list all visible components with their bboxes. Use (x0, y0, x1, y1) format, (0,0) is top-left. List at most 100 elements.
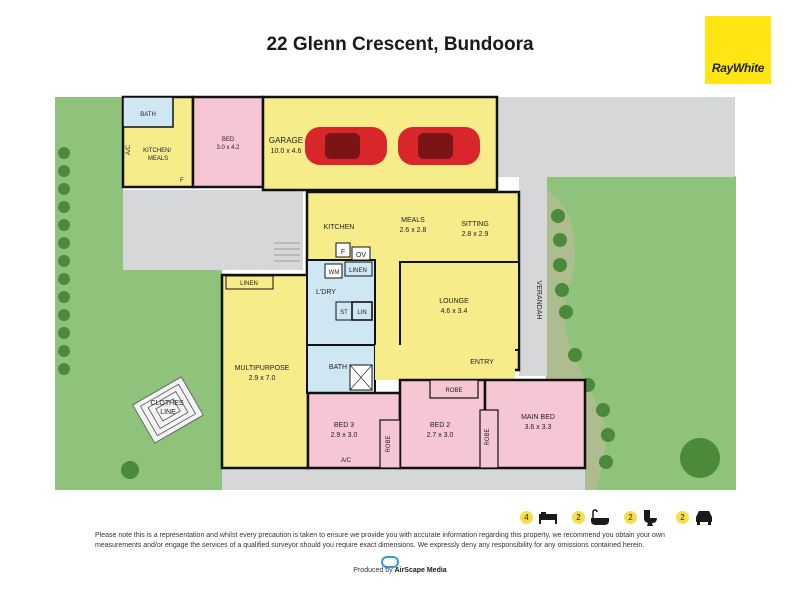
oven-label: OV (356, 252, 366, 259)
shrub (58, 309, 70, 321)
paving-verandah (519, 176, 547, 376)
produced-by-prefix: Produced by (353, 567, 393, 574)
steps (274, 242, 300, 262)
paving-driveway (497, 97, 735, 177)
produced-by-text: Produced by AirScape Media (340, 567, 460, 574)
car-1 (305, 127, 387, 165)
granny-bath (122, 96, 174, 128)
airscape-logo-icon (381, 556, 399, 568)
granny-ac-label: A/C (126, 144, 132, 155)
shrub (58, 165, 70, 177)
granny-f-label: F (180, 178, 184, 184)
shrub (58, 291, 70, 303)
car-2 (398, 127, 480, 165)
shrub (596, 403, 610, 417)
logo-text: RayWhite (711, 61, 765, 75)
linen-cupboard-1 (344, 261, 373, 277)
granny-bed-size: 3.0 x 4.2 (216, 145, 240, 151)
car-count: 2 (676, 511, 689, 524)
granny-bed-label: BED (222, 137, 235, 143)
produced-by-company: AirScape Media (394, 567, 447, 574)
granny-kitchen-label-2: MEALS (148, 156, 168, 162)
shrub (58, 183, 70, 195)
toilet-icon (644, 510, 657, 526)
garage-size: 10.0 x 4.6 (271, 148, 302, 155)
produced-by: Produced by AirScape Media (340, 556, 460, 578)
robe-2 (429, 379, 479, 399)
shrub (553, 233, 567, 247)
shrub (58, 327, 70, 339)
bed2-size: 2.7 x 3.0 (427, 432, 454, 439)
entry-label: ENTRY (470, 359, 494, 366)
lounge-label: LOUNGE (439, 298, 469, 305)
multipurpose (220, 273, 310, 470)
main-bed (483, 378, 587, 470)
st-label: ST (340, 310, 348, 316)
shrub (58, 255, 70, 267)
clothes-line-label-2: LINE (160, 409, 176, 416)
shrub (58, 201, 70, 213)
shrub (553, 258, 567, 272)
fridge-box (335, 242, 351, 258)
robe-label-3: ROBE (485, 428, 491, 445)
feature-icons: 4 2 2 2 (520, 508, 720, 528)
bath-label: BATH (329, 364, 347, 371)
shrub (601, 428, 615, 442)
meals-label: MEALS (401, 217, 425, 224)
shrub (551, 209, 565, 223)
bedroom-count: 4 (520, 511, 533, 524)
bed3-label: BED 3 (334, 422, 354, 429)
tree (680, 438, 720, 478)
sitting-size: 2.8 x 2.9 (462, 231, 489, 238)
garage-label: GARAGE (269, 136, 303, 145)
shrub (58, 345, 70, 357)
shrub (559, 305, 573, 319)
shrub (58, 147, 70, 159)
robe-label-1: ROBE (386, 435, 392, 452)
corridor (375, 345, 515, 380)
lin-label: LIN (357, 310, 366, 316)
toilet-count: 2 (624, 511, 637, 524)
bed3-size: 2.9 x 3.0 (331, 432, 358, 439)
robe-1 (379, 419, 401, 469)
bath-icon (591, 509, 609, 525)
disclaimer: Please note this is a representation and… (95, 532, 665, 549)
lawn-rear (70, 270, 222, 490)
linen-cupboard-2 (225, 275, 274, 290)
robe-3 (479, 409, 499, 469)
page-title: 22 Glenn Crescent, Bundoora (266, 34, 534, 55)
shrub (58, 219, 70, 231)
granny-bath-label: BATH (140, 112, 156, 118)
shrub (555, 283, 569, 297)
lin-box (351, 301, 373, 321)
shrub (58, 363, 70, 375)
ac-label: A/C (341, 458, 352, 464)
linen-label-1: LINEN (349, 268, 367, 274)
wm-label: WM (329, 270, 340, 276)
paving-side (123, 190, 303, 270)
kitchen-label: KITCHEN (324, 224, 355, 231)
shrub (599, 455, 613, 469)
oven-box (351, 246, 371, 261)
granny-kitchen-label-1: KITCHEN/ (143, 148, 171, 154)
paving-bottom (222, 468, 585, 490)
lounge-size: 4.6 x 3.4 (441, 308, 468, 315)
sitting-label: SITTING (461, 221, 489, 228)
multipurpose-label: MULTIPURPOSE (235, 365, 290, 372)
shower-cross (349, 364, 373, 391)
granny-kitchen-label: KITCHEN/ MEALS (143, 148, 173, 162)
multipurpose-size: 2.9 x 7.0 (249, 375, 276, 382)
wm-box (324, 263, 343, 279)
bathroom-count: 2 (572, 511, 585, 524)
shrub (58, 273, 70, 285)
main-bed-size: 3.6 x 3.3 (525, 424, 552, 431)
meals-size: 2.6 x 2.8 (400, 227, 427, 234)
clothes-line-label: CLOTHES LINE (150, 400, 185, 416)
shrub (568, 348, 582, 362)
clothes-line (132, 376, 204, 444)
fridge-label: F (341, 249, 345, 256)
raywhite-logo: RayWhite (705, 16, 771, 84)
robe-label-2: ROBE (445, 388, 462, 394)
lounge (399, 261, 520, 351)
